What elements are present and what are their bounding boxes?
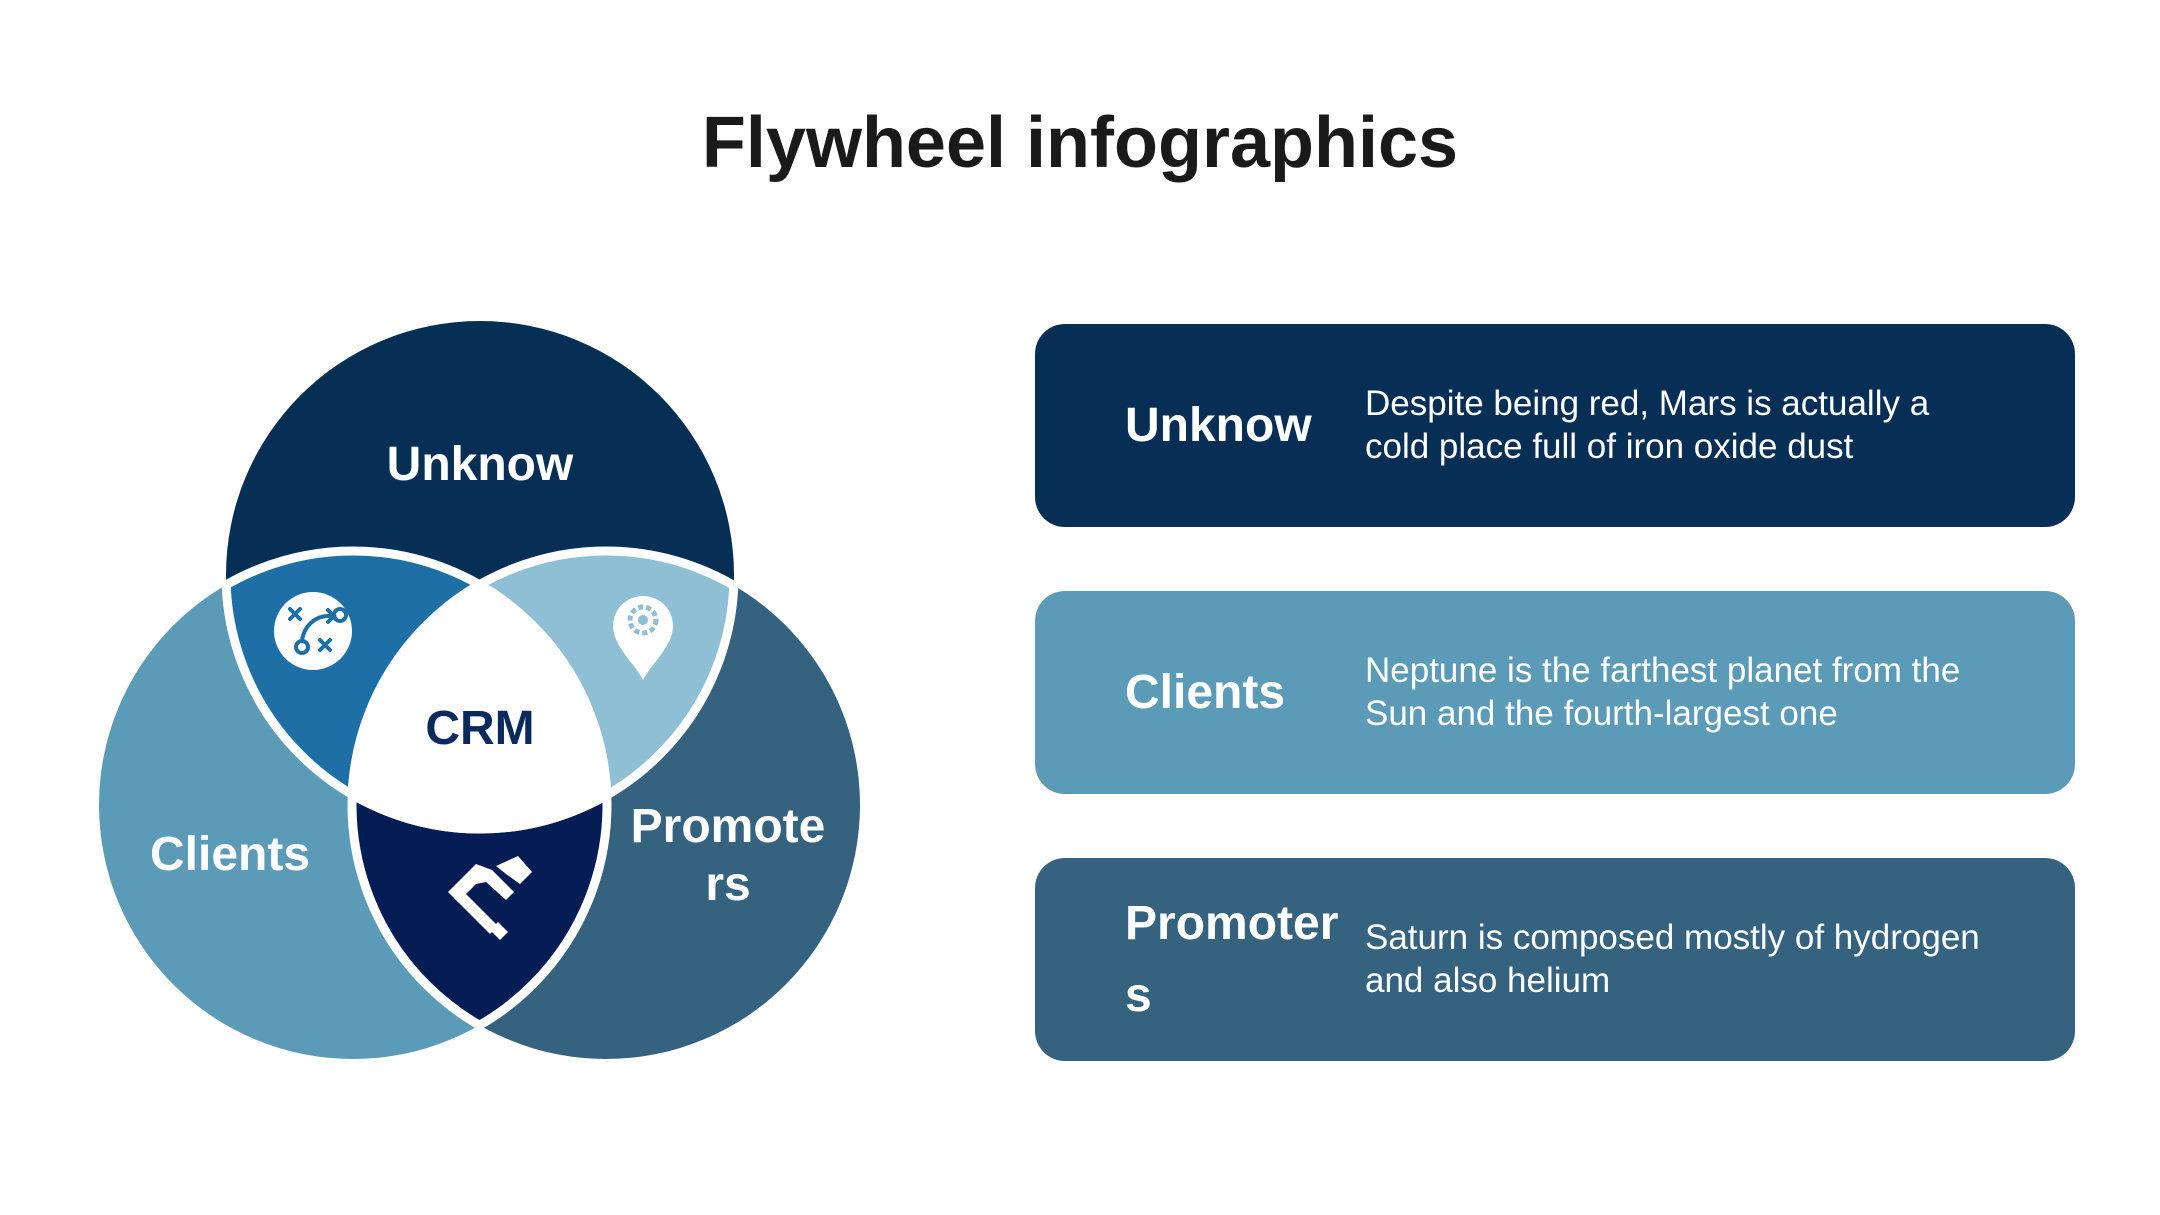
handshake-icon — [448, 856, 532, 940]
card-promoters: Promoters Saturn is composed mostly of h… — [1035, 858, 2075, 1061]
venn-diagram: Unknow Clients Promote rs CRM — [99, 321, 860, 1059]
gear-location-icon — [613, 596, 673, 680]
venn-label-crm: CRM — [425, 702, 534, 755]
strategy-icon — [274, 592, 352, 670]
venn-label-unknow: Unknow — [387, 438, 574, 491]
card-name: Unknow — [1125, 398, 1312, 452]
card-name: Clients — [1125, 665, 1286, 719]
venn-label-promoters-line1: Promote — [631, 800, 826, 853]
venn-label-promoters-line2: rs — [705, 858, 750, 911]
card-description: Despite being red, Mars is actually a co… — [1365, 384, 1930, 466]
page-title: Flywheel infographics — [701, 103, 1459, 183]
card-description: Neptune is the farthest planet from the … — [1365, 651, 1961, 733]
card-name: Promoters — [1125, 897, 1339, 1022]
card-unknow: Unknow Despite being red, Mars is actual… — [1035, 324, 2075, 527]
card-description: Saturn is composed mostly of hydrogen an… — [1365, 918, 1980, 1000]
card-clients: Clients Neptune is the farthest planet f… — [1035, 591, 2075, 794]
venn-label-clients: Clients — [150, 828, 310, 881]
